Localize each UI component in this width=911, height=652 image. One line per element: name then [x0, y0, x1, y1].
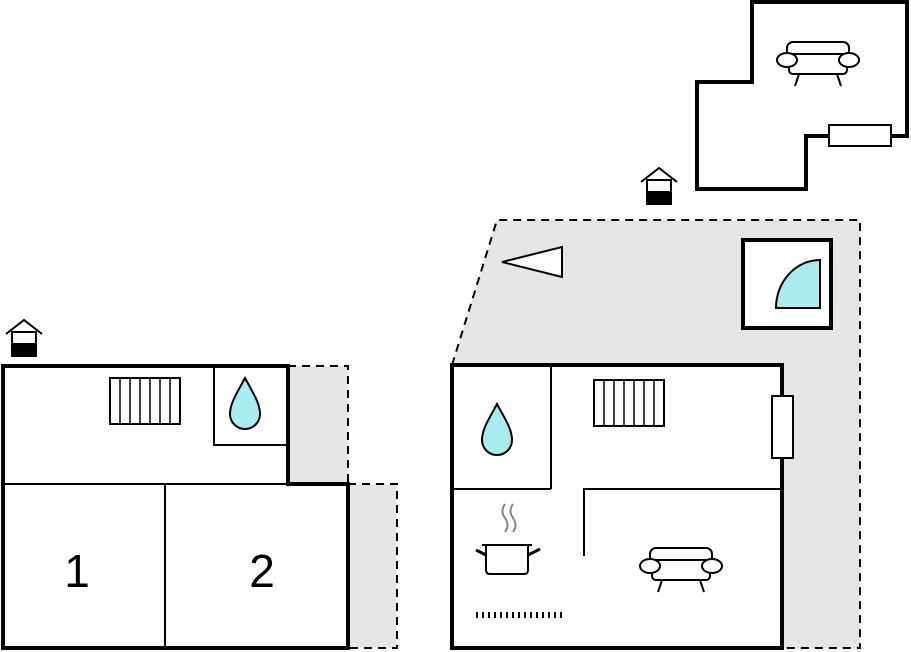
- right-building: [450, 363, 784, 650]
- sofa-icon: [639, 547, 723, 593]
- bathroom-water-drop-icon: [228, 375, 262, 430]
- radiator-icon: [109, 377, 181, 425]
- terrace-left-lower: [348, 484, 397, 648]
- terrace-left-lower-border: [348, 483, 398, 649]
- radiator-icon: [593, 379, 665, 427]
- bathroom-water-drop-icon: [480, 401, 514, 456]
- terrace-left-upper: [288, 366, 348, 484]
- top-right-annex: [695, 0, 909, 191]
- left-building: 1 2: [1, 364, 350, 650]
- sofa-icon: [776, 41, 860, 87]
- compass-north-arrow-icon: [501, 245, 563, 279]
- left-bathroom-walls: [213, 366, 288, 446]
- entrance-icon: [5, 318, 43, 357]
- annex-walls: [695, 0, 909, 191]
- kitchen-pot-icon: [475, 503, 541, 575]
- entrance-icon: [640, 166, 678, 205]
- shower-icon: [741, 238, 833, 330]
- room-2-number: 2: [249, 545, 275, 597]
- terrace-left-upper-border: [288, 365, 349, 484]
- window-icon: [771, 395, 794, 459]
- terrace-right-border: [451, 219, 861, 649]
- room-1-number: 1: [64, 545, 90, 597]
- window-icon: [828, 124, 892, 147]
